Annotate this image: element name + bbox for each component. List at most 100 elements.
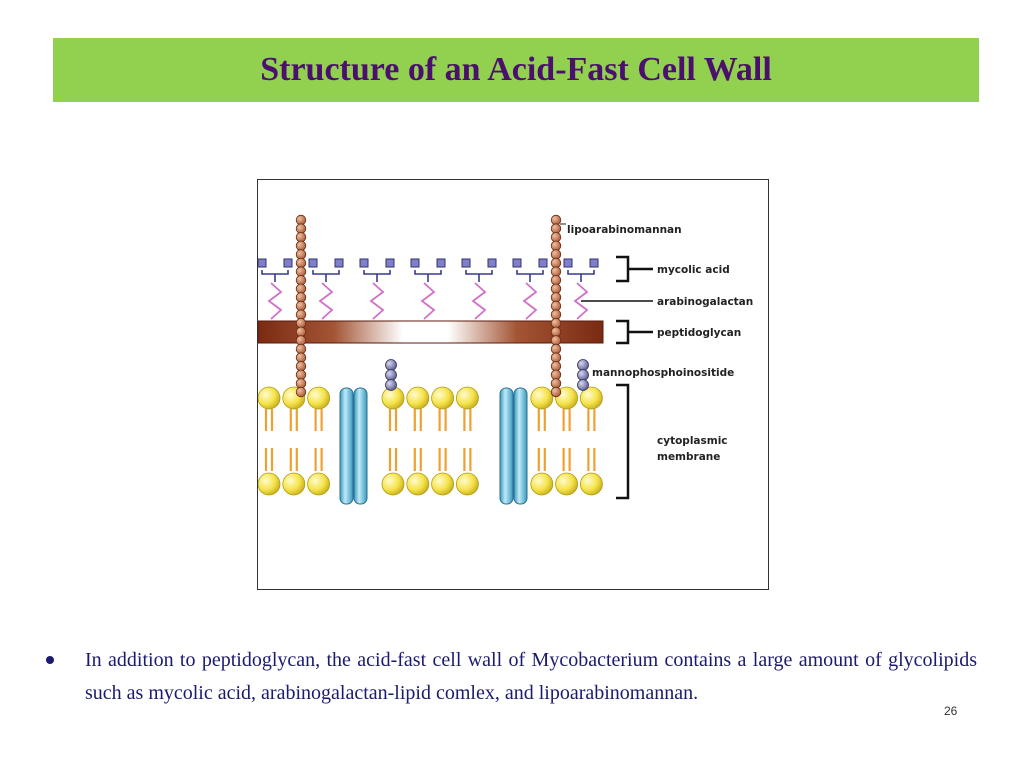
label-lipoarabinomannan: lipoarabinomannan bbox=[567, 224, 682, 236]
lipoarabinomannan-bead bbox=[295, 378, 307, 389]
lipoarabinomannan-bead bbox=[295, 335, 307, 346]
lipoarabinomannan-bead bbox=[550, 300, 562, 312]
lipoarabinomannan-bead bbox=[295, 309, 307, 320]
lipoarabinomannan-chains bbox=[295, 214, 566, 398]
label-membrane: membrane bbox=[657, 451, 720, 463]
peptidoglycan-band bbox=[258, 320, 604, 344]
lipid-head bbox=[258, 472, 281, 496]
mycolic-acid-square bbox=[589, 258, 599, 268]
lipid-tail bbox=[537, 448, 546, 471]
bullet-text: In addition to peptidoglycan, the acid-f… bbox=[85, 649, 977, 704]
lipid-tail bbox=[314, 448, 323, 471]
phospholipid bbox=[307, 386, 330, 496]
lipid-tail bbox=[289, 448, 298, 471]
arabinogalactan-chain bbox=[573, 282, 589, 320]
bullet-point-icon bbox=[46, 656, 54, 664]
lipid-tail bbox=[587, 409, 596, 431]
lipoarabinomannan-bead bbox=[550, 386, 562, 398]
membrane-protein bbox=[499, 387, 528, 505]
lipoarabinomannan-bead bbox=[295, 360, 307, 372]
lipoarabinomannan-bead bbox=[295, 326, 307, 338]
slide-number: 26 bbox=[944, 704, 958, 718]
lipid-tail bbox=[264, 409, 274, 431]
lipoarabinomannan-bead bbox=[295, 369, 307, 381]
lipid-head bbox=[579, 472, 603, 496]
mannophosphoinositide-bead bbox=[385, 379, 397, 391]
phospholipid bbox=[381, 386, 405, 496]
lipoarabinomannan-bead bbox=[550, 249, 562, 260]
label-peptidoglycan: peptidoglycan bbox=[657, 327, 741, 339]
lipid-head bbox=[455, 472, 479, 496]
lipid-head bbox=[455, 386, 479, 410]
slide-title: Structure of an Acid-Fast Cell Wall bbox=[260, 51, 772, 88]
lipid-tail bbox=[438, 409, 447, 431]
lipoarabinomannan-bead bbox=[550, 283, 562, 295]
mycolic-acid-unit bbox=[512, 258, 548, 282]
membrane-protein bbox=[339, 387, 368, 505]
lipoarabinomannan-bead bbox=[295, 283, 307, 295]
lipid-tail bbox=[438, 448, 447, 471]
lipid-head bbox=[381, 472, 405, 496]
lipid-head bbox=[258, 386, 281, 410]
title-bar: Structure of an Acid-Fast Cell Wall bbox=[53, 38, 979, 102]
label-arabinogalactan: arabinogalactan bbox=[657, 296, 753, 308]
mycolic-acid-unit bbox=[359, 258, 395, 282]
arabinogalactan-chain bbox=[267, 282, 283, 320]
arabinogalactan-layer bbox=[267, 282, 589, 320]
lipid-tail bbox=[562, 448, 571, 471]
cytoplasmic-membrane bbox=[258, 386, 603, 496]
lipid-tail bbox=[587, 448, 596, 471]
lipoarabinomannan-bead bbox=[295, 352, 307, 363]
lipid-tail bbox=[289, 409, 298, 431]
lipoarabinomannan-bead bbox=[550, 343, 562, 355]
phospholipid bbox=[282, 386, 306, 496]
lipid-tail bbox=[388, 448, 398, 471]
lipoarabinomannan-bead bbox=[550, 292, 562, 303]
lipoarabinomannan-bead bbox=[550, 240, 562, 252]
lipid-tail bbox=[413, 409, 422, 431]
phospholipid bbox=[455, 386, 479, 496]
lipoarabinomannan-bead bbox=[550, 232, 562, 243]
arabinogalactan-chain bbox=[318, 282, 334, 320]
lipoarabinomannan-bead bbox=[295, 343, 307, 355]
lipid-tail bbox=[463, 448, 472, 471]
lipoarabinomannan-bead bbox=[550, 378, 562, 389]
lipid-tail bbox=[413, 448, 422, 471]
arabinogalactan-chain bbox=[522, 282, 538, 320]
mycolic-acid-unit bbox=[461, 258, 497, 282]
cytoplasmic-membrane-bracket bbox=[616, 383, 630, 500]
membrane-proteins bbox=[339, 387, 528, 505]
mycolic-acid-layer bbox=[258, 258, 599, 282]
mycolic-acid-unit bbox=[308, 258, 344, 282]
lipid-head bbox=[282, 472, 306, 496]
mycolic-acid-square bbox=[461, 258, 471, 268]
mycolic-acid-square bbox=[334, 258, 344, 268]
lipoarabinomannan-bead bbox=[295, 300, 307, 312]
mannophosphoinositide-stack bbox=[385, 359, 397, 391]
arabinogalactan-chain bbox=[420, 282, 436, 320]
lipid-head bbox=[307, 472, 330, 496]
mannophosphoinositide-bead bbox=[385, 369, 397, 381]
label-mycolic-acid: mycolic acid bbox=[657, 264, 730, 276]
mycolic-acid-square bbox=[308, 258, 318, 268]
lipoarabinomannan-bead bbox=[550, 257, 562, 269]
lipoarabinomannan-bead bbox=[295, 240, 307, 252]
mycolic-acid-square bbox=[359, 258, 369, 268]
cell-wall-diagram: lipoarabinomannan mycolic acid arabinoga… bbox=[257, 179, 769, 590]
phospholipid bbox=[555, 386, 579, 496]
lipoarabinomannan-bead bbox=[550, 360, 562, 372]
mycolic-acid-unit bbox=[258, 258, 293, 282]
mycolic-acid-bracket bbox=[616, 255, 653, 283]
lipid-head bbox=[555, 472, 579, 496]
lipoarabinomannan-bead bbox=[550, 335, 562, 346]
protein-helix bbox=[499, 387, 514, 505]
lipid-tail bbox=[562, 409, 571, 431]
mannophosphoinositide-stack bbox=[577, 359, 589, 391]
lipoarabinomannan-chain bbox=[550, 214, 562, 398]
arabinogalactan-chain bbox=[471, 282, 487, 320]
lipid-head bbox=[530, 386, 554, 410]
mycolic-acid-square bbox=[436, 258, 446, 268]
mycolic-acid-branch bbox=[363, 270, 391, 282]
lipoarabinomannan-bead bbox=[295, 249, 307, 260]
mycolic-acid-square bbox=[283, 258, 293, 268]
